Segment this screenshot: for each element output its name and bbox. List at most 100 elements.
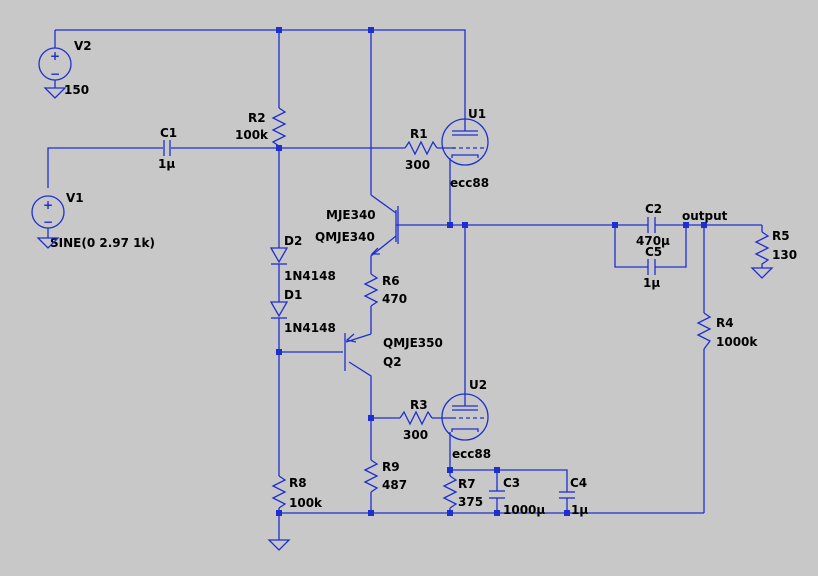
resistor-r2[interactable]: R2 100k bbox=[235, 107, 287, 147]
d1-name: D1 bbox=[284, 288, 302, 302]
transistor-q1[interactable]: MJE340 QMJE340 bbox=[315, 206, 399, 255]
capacitor-c5[interactable]: C5 1µ bbox=[643, 245, 662, 290]
junction-dot bbox=[494, 467, 500, 473]
source-v2[interactable]: + − V2 150 bbox=[38, 39, 92, 99]
r6-value: 470 bbox=[382, 292, 407, 306]
q2-value: QMJE350 bbox=[383, 336, 443, 350]
junction-dot bbox=[368, 510, 374, 516]
junction-dot bbox=[276, 349, 282, 355]
u2-value: ecc88 bbox=[452, 447, 491, 461]
r2-name: R2 bbox=[248, 111, 266, 125]
resistor-r8[interactable]: R8 100k bbox=[267, 475, 323, 551]
junction-dot bbox=[612, 222, 618, 228]
junction-dot bbox=[276, 510, 282, 516]
resistor-r1[interactable]: R1 300 bbox=[404, 127, 438, 172]
junction-dot bbox=[447, 510, 453, 516]
r7-value: 375 bbox=[458, 495, 483, 509]
resistor-r6[interactable]: R6 470 bbox=[363, 273, 407, 307]
c4-name: C4 bbox=[570, 476, 587, 490]
wire-q1-emitter bbox=[370, 235, 397, 274]
diode-d2[interactable]: D2 1N4148 bbox=[269, 234, 336, 283]
wire-c2-left bbox=[614, 225, 648, 268]
r3-name: R3 bbox=[410, 398, 428, 412]
junction-dot bbox=[701, 222, 707, 228]
r9-value: 487 bbox=[382, 478, 407, 492]
minus-sign: − bbox=[50, 67, 60, 81]
wire-input bbox=[47, 147, 163, 188]
c5-name: C5 bbox=[645, 245, 662, 259]
v2-value: 150 bbox=[64, 83, 89, 97]
u1-value: ecc88 bbox=[450, 176, 489, 190]
junction-dot bbox=[462, 222, 468, 228]
junction-dot bbox=[368, 27, 374, 33]
c4-value: 1µ bbox=[571, 503, 588, 517]
ground-icon bbox=[43, 87, 67, 99]
arrow-icon bbox=[345, 333, 357, 343]
ground-icon bbox=[750, 267, 774, 279]
r7-name: R7 bbox=[458, 477, 476, 491]
c2-value: 470µ bbox=[636, 234, 670, 248]
q1-name: MJE340 bbox=[326, 208, 376, 222]
r1-name: R1 bbox=[410, 127, 428, 141]
wire-c5-right bbox=[655, 225, 687, 268]
triode-u1[interactable]: U1 ecc88 bbox=[441, 107, 489, 190]
minus-sign: − bbox=[43, 215, 53, 229]
plus-sign: + bbox=[50, 49, 60, 63]
resistor-r5[interactable]: R5 130 bbox=[750, 229, 797, 279]
net-label-output: output bbox=[682, 209, 728, 223]
junctions bbox=[276, 27, 707, 516]
plus-sign: + bbox=[43, 198, 53, 212]
v1-name: V1 bbox=[66, 191, 84, 205]
r4-value: 1000k bbox=[716, 335, 758, 349]
junction-dot bbox=[447, 222, 453, 228]
wire-q1-collector-diag bbox=[370, 194, 397, 214]
junction-dot bbox=[447, 467, 453, 473]
d2-name: D2 bbox=[284, 234, 302, 248]
junction-dot bbox=[683, 222, 689, 228]
resistor-r4[interactable]: R4 1000k bbox=[696, 312, 758, 350]
source-v1[interactable]: + − V1 SINE(0 2.97 1k) bbox=[31, 191, 155, 250]
r8-name: R8 bbox=[289, 476, 307, 490]
resistor-r3[interactable]: R3 300 bbox=[399, 398, 433, 442]
v2-name: V2 bbox=[74, 39, 92, 53]
r1-value: 300 bbox=[405, 158, 430, 172]
q1-value: QMJE340 bbox=[315, 230, 375, 244]
capacitor-c2[interactable]: C2 470µ bbox=[636, 202, 670, 248]
d1-value: 1N4148 bbox=[284, 321, 336, 335]
capacitor-c1[interactable]: C1 1µ bbox=[158, 126, 177, 171]
junction-dot bbox=[564, 510, 570, 516]
r2-value: 100k bbox=[235, 128, 269, 142]
junction-dot bbox=[276, 145, 282, 151]
r8-value: 100k bbox=[289, 496, 323, 510]
r6-name: R6 bbox=[382, 274, 400, 288]
c5-value: 1µ bbox=[643, 276, 660, 290]
resistor-r7[interactable]: R7 375 bbox=[442, 475, 483, 509]
c1-value: 1µ bbox=[158, 157, 175, 171]
u2-name: U2 bbox=[469, 378, 487, 392]
wire-q2-collector bbox=[348, 361, 372, 460]
c1-name: C1 bbox=[160, 126, 177, 140]
r5-name: R5 bbox=[772, 229, 790, 243]
c3-name: C3 bbox=[503, 476, 520, 490]
v1-value: SINE(0 2.97 1k) bbox=[50, 236, 155, 250]
d2-value: 1N4148 bbox=[284, 269, 336, 283]
wire-u2-cathode bbox=[449, 440, 568, 492]
transistor-q2[interactable]: QMJE350 Q2 bbox=[344, 333, 443, 371]
q2-name: Q2 bbox=[383, 355, 402, 369]
r3-value: 300 bbox=[403, 428, 428, 442]
triode-u2[interactable]: U2 ecc88 bbox=[441, 378, 491, 461]
capacitor-c3[interactable]: C3 1000µ bbox=[489, 476, 545, 517]
arrow-icon bbox=[370, 247, 380, 255]
diode-d1[interactable]: D1 1N4148 bbox=[269, 288, 336, 335]
capacitor-c4[interactable]: C4 1µ bbox=[559, 476, 588, 517]
r5-value: 130 bbox=[772, 248, 797, 262]
c3-value: 1000µ bbox=[503, 503, 545, 517]
junction-dot bbox=[368, 415, 374, 421]
wire-top-rail bbox=[55, 29, 466, 122]
u1-name: U1 bbox=[468, 107, 486, 121]
r9-name: R9 bbox=[382, 460, 400, 474]
r4-name: R4 bbox=[716, 316, 734, 330]
resistor-r9[interactable]: R9 487 bbox=[363, 459, 407, 493]
ground-icon bbox=[36, 237, 60, 249]
